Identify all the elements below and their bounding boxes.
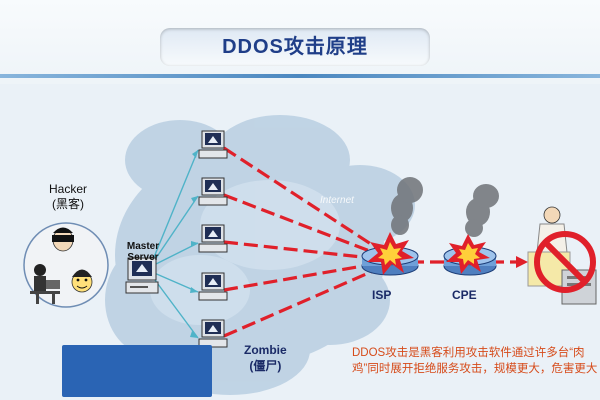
hacker-cn: (黑客)	[52, 197, 84, 211]
zombie-computer-icon	[198, 224, 228, 253]
cpe-label: CPE	[452, 288, 477, 302]
prohibited-icon	[534, 231, 596, 293]
zombie-label: Zombie (僵尸)	[244, 342, 287, 374]
zombie-computer-icon	[198, 130, 228, 159]
title-bar	[160, 28, 430, 66]
smoke-plume-icon	[465, 184, 499, 237]
zombie-cn: (僵尸)	[249, 359, 282, 373]
hacker-name: Hacker	[48, 182, 87, 196]
zombie-computer-icon	[198, 272, 228, 301]
smoke-plume-icon	[391, 177, 423, 235]
master-server-label: Master Server	[120, 241, 166, 263]
zombie-name: Zombie	[244, 343, 287, 357]
explosion-icon	[367, 232, 414, 275]
ddos-description: DDOS攻击是黑客利用攻击软件通过许多台“肉鸡”同时展开拒绝服务攻击，规模更大，…	[352, 347, 598, 375]
isp-label: ISP	[372, 288, 392, 302]
title-divider	[0, 74, 600, 78]
control-arrowheads	[190, 150, 198, 338]
master-server-line1: Master	[126, 241, 160, 252]
control-lines	[151, 149, 199, 339]
hacker-label: Hacker (黑客)	[38, 182, 98, 212]
zombie-computer-icon	[198, 177, 228, 206]
explosion-icon	[446, 234, 490, 274]
zombie-computer-icon	[198, 319, 228, 348]
face-icon	[71, 269, 93, 293]
internet-cloud-label: Internet	[320, 195, 354, 206]
master-server-line2: Server	[127, 252, 159, 263]
master-server-computer-icon	[125, 257, 159, 294]
hacker-at-desk-icon	[30, 264, 60, 304]
masked-hacker-icon	[52, 227, 74, 252]
page-title: DDOS攻击原理	[222, 36, 368, 58]
hacker-group	[23, 222, 109, 308]
hacker-steps-box	[62, 345, 212, 397]
